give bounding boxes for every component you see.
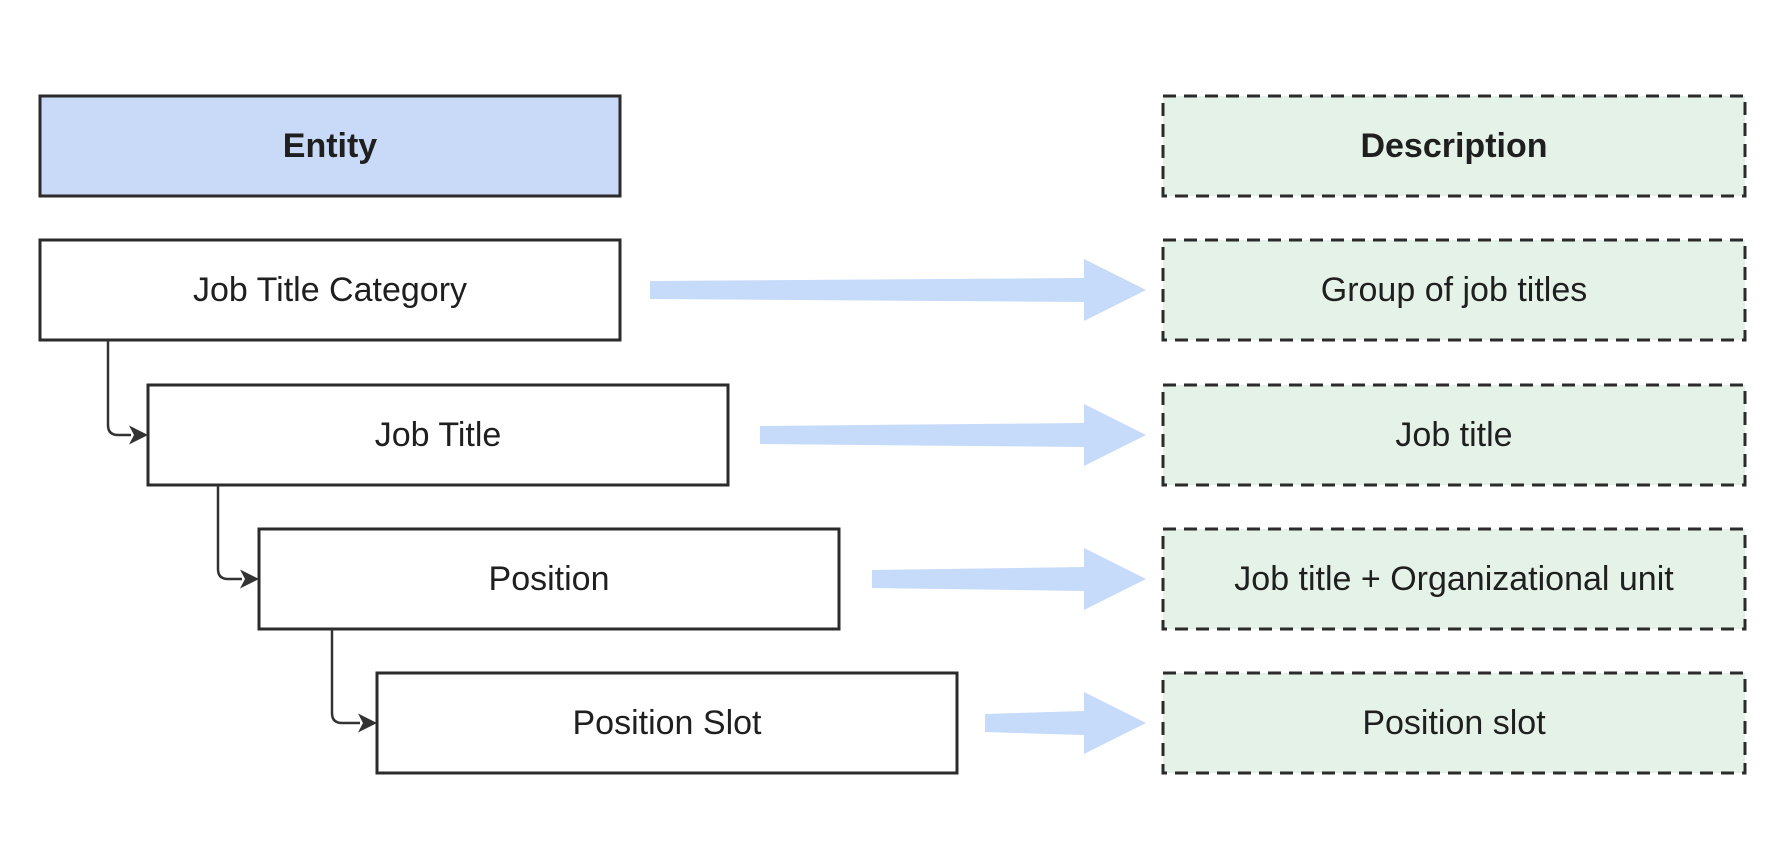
entity-header-box <box>38 94 622 198</box>
connector-arrowhead-icon <box>129 425 148 445</box>
entity-box-job-title <box>146 383 730 487</box>
connector-job-title-to-position <box>216 485 259 589</box>
flow-arrow-icon-row3 <box>872 548 1146 610</box>
description-box-job-title <box>1161 383 1747 487</box>
connector-arrowhead-icon <box>358 713 377 733</box>
description-box-position-slot <box>1161 671 1747 775</box>
connector-position-to-position-slot <box>330 629 377 733</box>
entity-box-position <box>257 527 841 631</box>
connector-category-to-job-title <box>106 340 148 445</box>
flow-arrow-icon-row4 <box>985 692 1146 754</box>
flow-arrow-icon-row1 <box>650 259 1146 321</box>
connector-arrowhead-icon <box>240 569 259 589</box>
description-box-job-title-org-unit <box>1161 527 1747 631</box>
entity-box-position-slot <box>375 671 959 775</box>
flow-arrow-icon-row2 <box>760 404 1146 466</box>
description-box-group-of-job-titles <box>1161 238 1747 342</box>
entity-box-job-title-category <box>38 238 622 342</box>
description-header-box <box>1161 94 1747 198</box>
